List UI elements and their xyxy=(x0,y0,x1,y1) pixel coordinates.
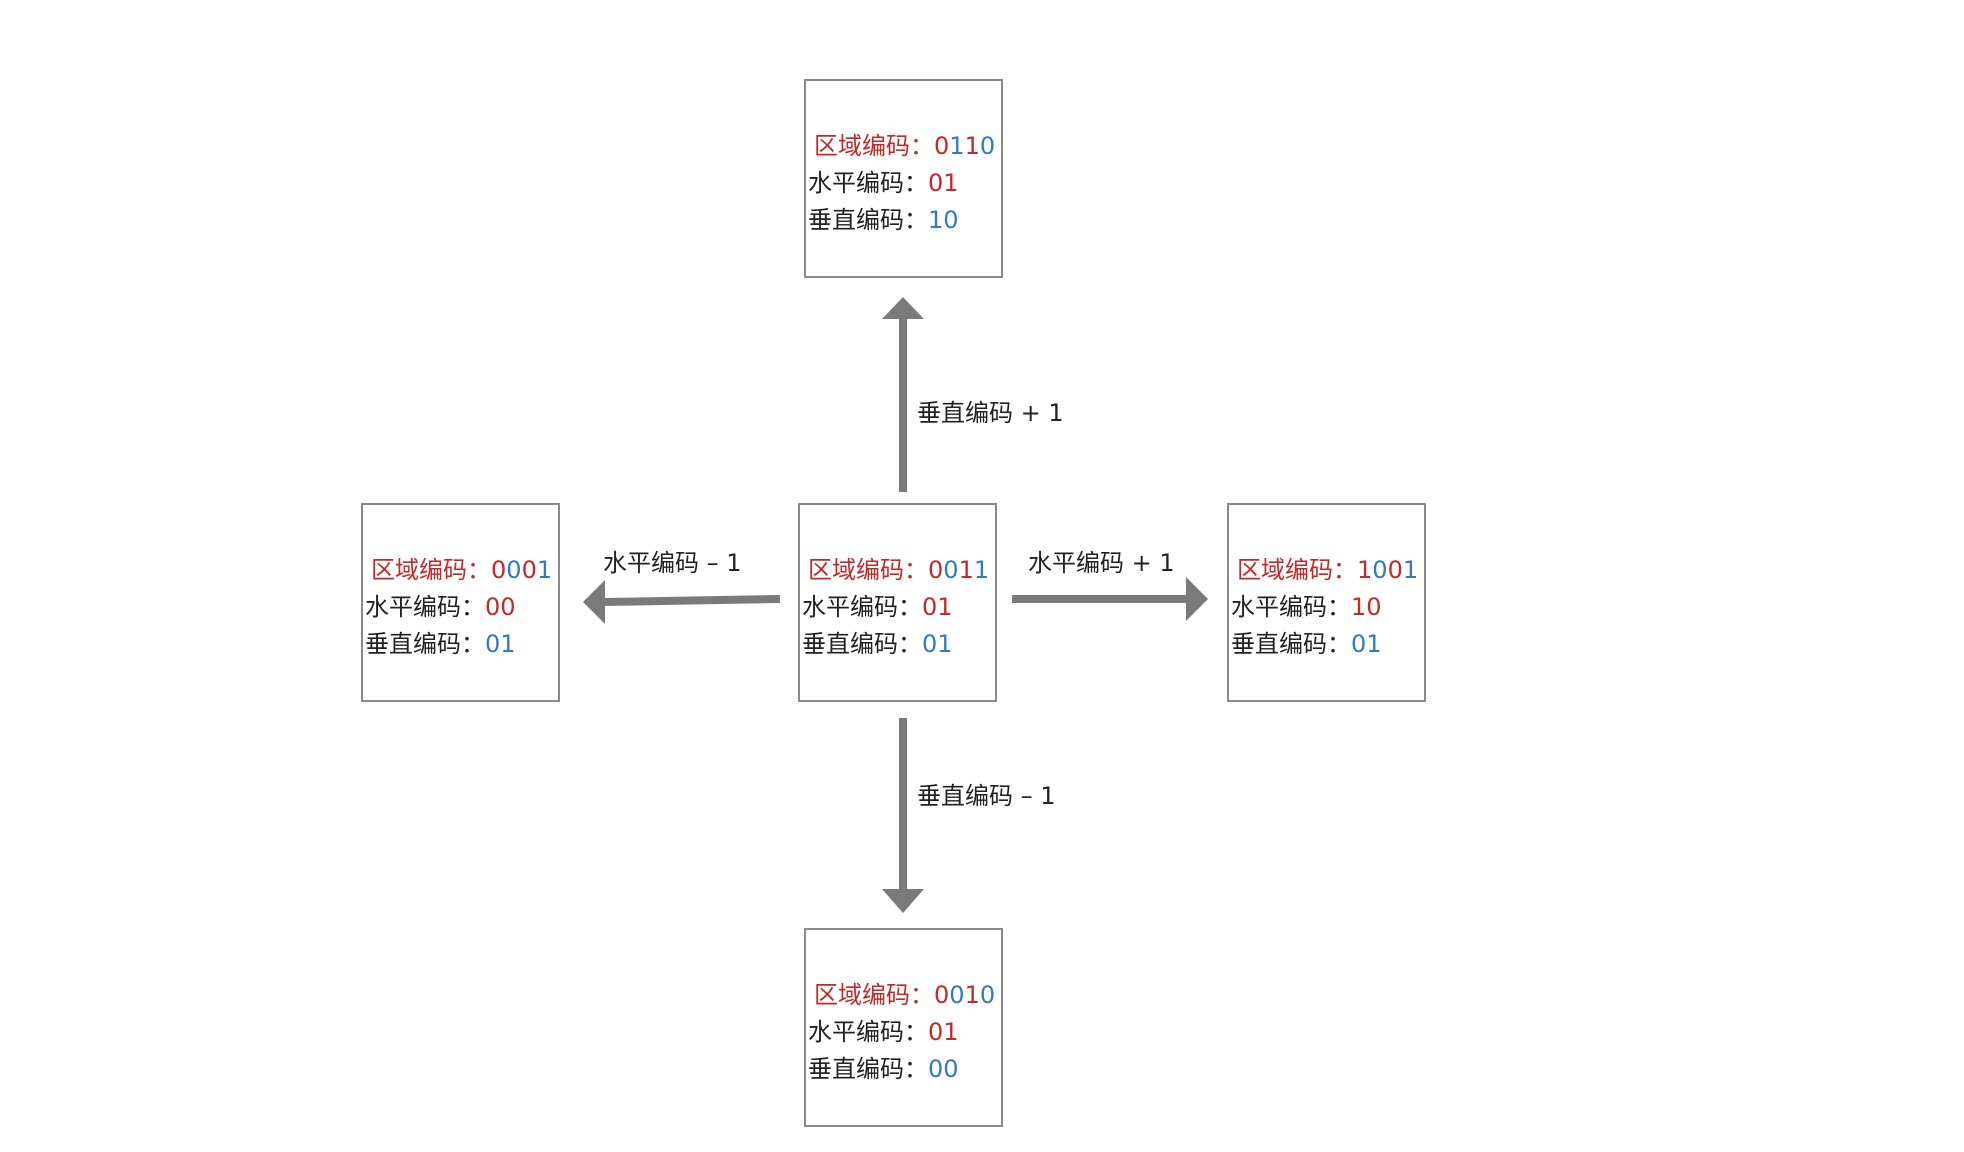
horizontal-code-value: 01 xyxy=(928,169,959,197)
horizontal-code-label: 水平编码： xyxy=(1231,593,1351,621)
region-code-label: 区域编码： xyxy=(814,981,934,1009)
region-bit: 0 xyxy=(979,981,996,1009)
vertical-code-value: 00 xyxy=(928,1055,959,1083)
arrow-left-shaft xyxy=(603,595,781,606)
arrow-left-head xyxy=(583,580,605,624)
region-code-line: 区域编码：0110 xyxy=(814,131,995,161)
horizontal-code-label: 水平编码： xyxy=(808,169,928,197)
vertical-code-value: 01 xyxy=(922,630,953,658)
vertical-code-value: 10 xyxy=(928,206,959,234)
horizontal-code-value: 01 xyxy=(922,593,953,621)
region-bit: 0 xyxy=(1387,556,1403,584)
edge-label-down: 垂直编码 – 1 xyxy=(917,782,1056,810)
horizontal-code-line: 水平编码：01 xyxy=(808,1017,959,1047)
region-bit: 0 xyxy=(928,556,944,584)
region-bit: 1 xyxy=(964,981,980,1009)
edge-label-right: 水平编码 + 1 xyxy=(1028,549,1175,577)
horizontal-code-line: 水平编码：00 xyxy=(365,592,516,622)
vertical-code-line: 垂直编码：10 xyxy=(808,205,959,235)
region-bit: 1 xyxy=(958,556,974,584)
vertical-code-line: 垂直编码：01 xyxy=(1231,629,1382,659)
region-code-line: 区域编码：0010 xyxy=(814,980,995,1010)
horizontal-code-line: 水平编码：01 xyxy=(808,168,959,198)
region-bit: 0 xyxy=(943,556,959,584)
horizontal-code-line: 水平编码：10 xyxy=(1231,592,1382,622)
region-code-label: 区域编码： xyxy=(808,556,928,584)
vertical-code-label: 垂直编码： xyxy=(1231,630,1351,658)
region-bit: 0 xyxy=(949,981,965,1009)
vertical-code-label: 垂直编码： xyxy=(802,630,922,658)
region-code-line: 区域编码：0001 xyxy=(371,555,552,585)
edge-label-left: 水平编码 – 1 xyxy=(603,549,742,577)
region-code-line: 区域编码：0011 xyxy=(808,555,989,585)
vertical-code-label: 垂直编码： xyxy=(365,630,485,658)
arrow-up-head xyxy=(882,297,924,319)
horizontal-code-label: 水平编码： xyxy=(365,593,485,621)
region-bit: 0 xyxy=(979,132,996,160)
arrow-down-head xyxy=(882,889,924,913)
region-bit: 0 xyxy=(491,556,507,584)
horizontal-code-value: 01 xyxy=(928,1018,959,1046)
region-box-right: 区域编码：1001 水平编码：10 垂直编码：01 xyxy=(1227,503,1426,702)
horizontal-code-value: 00 xyxy=(485,593,516,621)
region-bit: 1 xyxy=(973,556,990,584)
vertical-code-label: 垂直编码： xyxy=(808,1055,928,1083)
region-bit: 0 xyxy=(934,132,950,160)
vertical-code-value: 01 xyxy=(1351,630,1382,658)
region-code-label: 区域编码： xyxy=(371,556,491,584)
region-box-bottom: 区域编码：0010 水平编码：01 垂直编码：00 xyxy=(804,928,1003,1127)
region-bit: 0 xyxy=(521,556,537,584)
horizontal-code-value: 10 xyxy=(1351,593,1382,621)
region-bit: 0 xyxy=(1372,556,1388,584)
region-box-left: 区域编码：0001 水平编码：00 垂直编码：01 xyxy=(361,503,560,702)
region-bit: 0 xyxy=(934,981,950,1009)
vertical-code-value: 01 xyxy=(485,630,516,658)
vertical-code-line: 垂直编码：01 xyxy=(365,629,516,659)
vertical-code-line: 垂直编码：00 xyxy=(808,1054,959,1084)
vertical-code-line: 垂直编码：01 xyxy=(802,629,953,659)
arrow-right-head xyxy=(1186,577,1208,621)
region-code-label: 区域编码： xyxy=(814,132,934,160)
region-bit: 1 xyxy=(1402,556,1419,584)
region-box-center: 区域编码：0011 水平编码：01 垂直编码：01 xyxy=(798,503,997,702)
region-box-top: 区域编码：0110 水平编码：01 垂直编码：10 xyxy=(804,79,1003,278)
horizontal-code-label: 水平编码： xyxy=(802,593,922,621)
region-bit: 1 xyxy=(949,132,965,160)
region-code-label: 区域编码： xyxy=(1237,556,1357,584)
vertical-code-label: 垂直编码： xyxy=(808,206,928,234)
region-bit: 1 xyxy=(1357,556,1373,584)
region-bit: 1 xyxy=(964,132,980,160)
region-bit: 1 xyxy=(536,556,553,584)
horizontal-code-label: 水平编码： xyxy=(808,1018,928,1046)
region-code-line: 区域编码：1001 xyxy=(1237,555,1418,585)
horizontal-code-line: 水平编码：01 xyxy=(802,592,953,622)
edge-label-up: 垂直编码 + 1 xyxy=(917,399,1064,427)
region-bit: 0 xyxy=(506,556,522,584)
